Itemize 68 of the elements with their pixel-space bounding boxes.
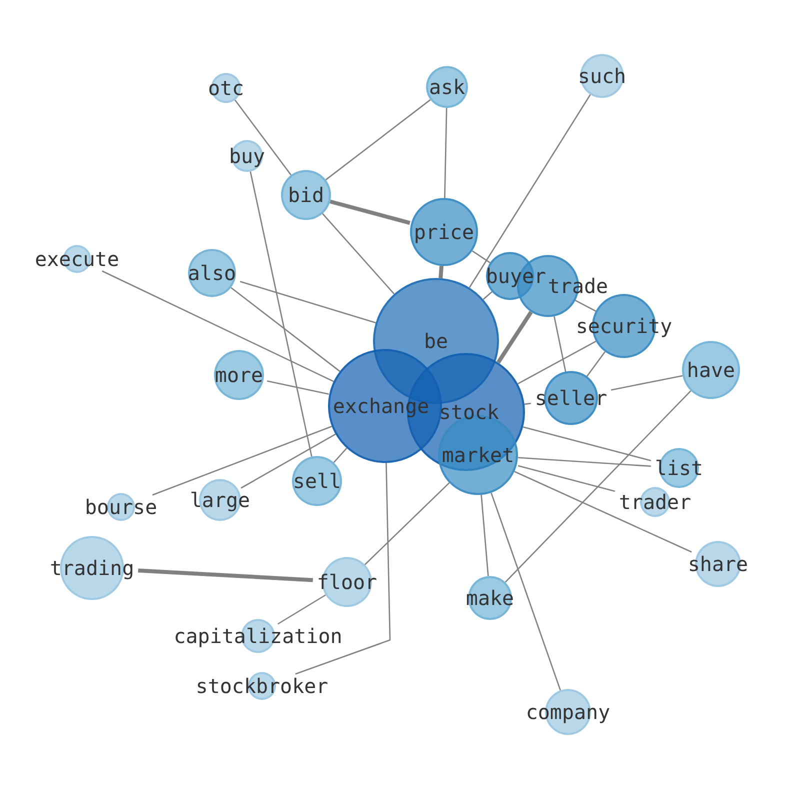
edge-line: [586, 351, 606, 377]
edge-line: [240, 280, 376, 324]
word-label: price: [414, 222, 474, 242]
word-label: more: [214, 365, 264, 385]
edge-line: [514, 470, 692, 553]
word-label: otc: [208, 78, 244, 98]
edge-line: [490, 492, 562, 691]
word-label: stock: [438, 402, 500, 422]
edge-line: [575, 300, 596, 312]
word-label: execute: [34, 249, 120, 269]
edge-line: [472, 250, 490, 264]
edge-line: [610, 375, 683, 391]
edge-line: [333, 448, 348, 463]
word-label: exchange: [332, 396, 430, 416]
word-label: bourse: [84, 497, 158, 517]
word-label: trading: [50, 558, 134, 578]
edge-line: [277, 594, 326, 625]
edge-line: [364, 482, 450, 566]
edge-line: [524, 402, 531, 405]
edge-line: [295, 462, 391, 675]
edge-line: [240, 434, 336, 489]
word-label: company: [526, 702, 610, 722]
word-label: trader: [618, 492, 692, 512]
node-circle: [281, 170, 331, 220]
edge-line: [480, 494, 489, 576]
word-label: large: [190, 490, 250, 510]
node-circle: [211, 73, 241, 103]
edge-line: [518, 465, 616, 492]
edge-line: [152, 426, 332, 496]
edge-line: [138, 568, 313, 582]
word-label: sell: [292, 471, 342, 491]
edge-line: [330, 200, 410, 225]
edge-line: [504, 390, 692, 583]
word-label: buyer: [486, 266, 546, 286]
word-label: also: [188, 263, 236, 283]
word-label: stockbroker: [196, 676, 328, 696]
word-label: have: [686, 360, 736, 380]
edge-line: [322, 213, 395, 294]
word-label: be: [424, 331, 448, 351]
edge-line: [517, 340, 596, 384]
edge-line: [230, 287, 340, 372]
word-label: buy: [228, 146, 266, 166]
edge-line: [234, 100, 292, 176]
node-circle: [188, 249, 236, 297]
edge-line: [250, 171, 312, 457]
node-circle: [580, 54, 624, 98]
edge-line: [438, 266, 444, 278]
edge-line: [468, 94, 591, 288]
word-label: such: [578, 66, 626, 86]
word-label: share: [688, 554, 748, 574]
node-circle: [426, 66, 468, 108]
edge-line: [554, 316, 566, 372]
edge-line: [482, 291, 492, 300]
edge-line: [522, 426, 652, 462]
word-label: market: [442, 445, 514, 465]
node-circle: [292, 456, 342, 506]
edge-line: [444, 108, 448, 198]
edge-line: [266, 380, 329, 395]
word-label: bid: [288, 185, 324, 205]
word-label: floor: [316, 572, 378, 592]
node-circle: [214, 350, 264, 400]
edge-line: [102, 270, 334, 382]
edge-line: [325, 99, 431, 180]
word-label: capitalization: [174, 626, 342, 646]
word-label: ask: [428, 77, 466, 97]
edge-line: [496, 310, 533, 364]
node-circle: [231, 140, 263, 172]
edge-line: [518, 456, 651, 467]
